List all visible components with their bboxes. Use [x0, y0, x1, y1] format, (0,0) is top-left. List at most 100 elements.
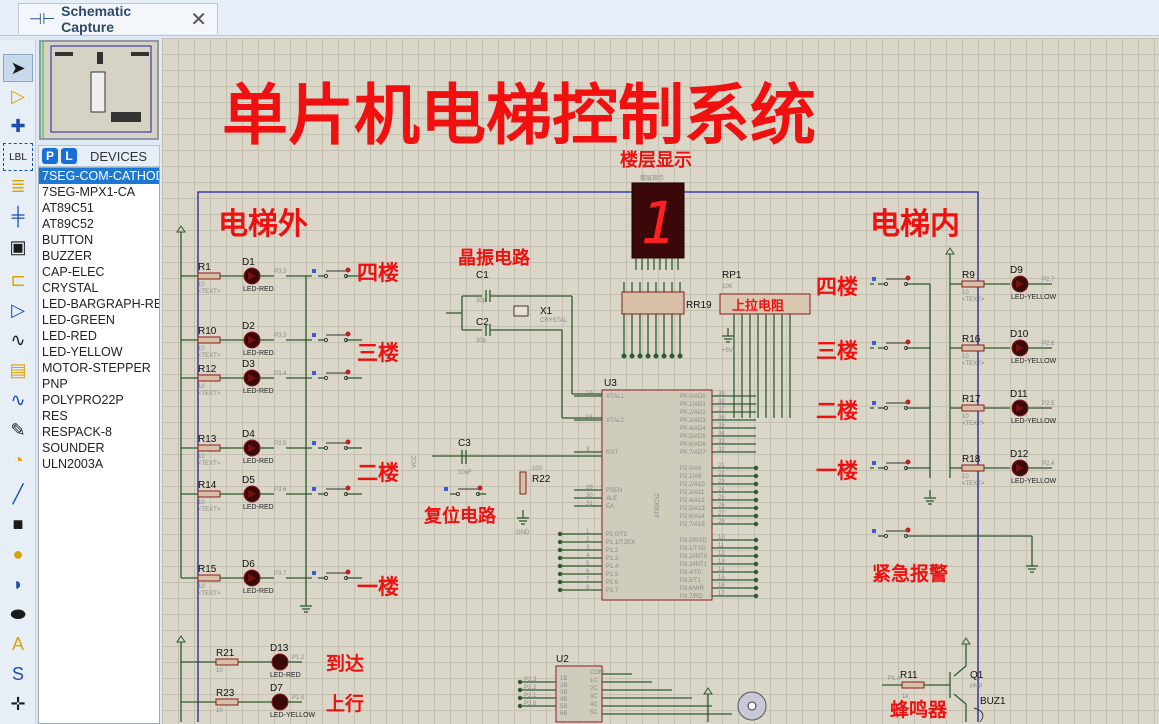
device-item[interactable]: MOTOR-STEPPER: [42, 361, 151, 375]
resistor[interactable]: [197, 574, 221, 582]
resistor[interactable]: [961, 344, 985, 352]
led[interactable]: [271, 653, 289, 671]
resistor-array-label: RR19: [686, 300, 712, 311]
resistor[interactable]: [961, 404, 985, 412]
pin-number: 1: [586, 529, 590, 535]
pin-name: P0.3/AD3: [680, 418, 706, 424]
overview-preview[interactable]: [39, 40, 159, 140]
text-icon[interactable]: A: [11, 633, 24, 654]
device-item[interactable]: BUZZER: [42, 249, 92, 263]
subcircuit-icon[interactable]: ▣: [9, 236, 27, 257]
pick-devices-button[interactable]: P: [42, 148, 58, 164]
pin-number: 12: [718, 551, 725, 557]
text-placeholder: <TEXT>: [962, 421, 985, 427]
library-manager-button[interactable]: L: [61, 148, 77, 164]
resistor[interactable]: [197, 272, 221, 280]
resistor[interactable]: [215, 698, 239, 706]
crystal[interactable]: [513, 305, 529, 317]
led-symbol: [248, 272, 256, 280]
pin-name: P0.0/AD0: [680, 394, 706, 400]
device-list[interactable]: 7SEG-COM-CATHODE7SEG-MPX1-CA AT89C51AT89C…: [38, 167, 160, 724]
junction: [753, 561, 759, 567]
led-part: LED-RED: [243, 350, 274, 357]
device-item[interactable]: LED-GREEN: [42, 313, 115, 327]
voltage-probe-icon[interactable]: ✎: [10, 419, 26, 440]
tab-schematic-capture[interactable]: ⊣⊢ Schematic Capture ✕: [18, 3, 218, 35]
pin-name: P2.2: [524, 685, 537, 691]
tape-recorder-icon[interactable]: ▤: [9, 359, 27, 380]
driver-u2[interactable]: [555, 665, 603, 723]
line-icon[interactable]: ╱: [12, 483, 24, 504]
pin-name: 1C: [590, 678, 598, 684]
resistor[interactable]: [961, 464, 985, 472]
label-emergency: 紧急报警: [872, 562, 948, 585]
resistor[interactable]: [215, 658, 239, 666]
close-icon[interactable]: ✕: [190, 8, 207, 31]
device-pin-icon[interactable]: ▷: [11, 299, 25, 320]
path-icon[interactable]: ⬬: [10, 603, 26, 624]
pin-marker: [872, 461, 876, 465]
resistor-array[interactable]: [621, 291, 685, 315]
device-item[interactable]: RESPACK-8: [42, 425, 112, 439]
junction: [557, 579, 563, 585]
device-item[interactable]: SOUNDER: [42, 441, 105, 455]
pullup-label: 上拉电阻: [732, 298, 784, 314]
resistor[interactable]: [197, 336, 221, 344]
graph-icon[interactable]: ∿: [10, 329, 26, 350]
led-part: LED-RED: [243, 588, 274, 595]
resistor[interactable]: [197, 374, 221, 382]
resistor[interactable]: [197, 444, 221, 452]
wire-label-icon[interactable]: LBL: [3, 143, 33, 171]
seven-segment-display[interactable]: [631, 182, 685, 259]
resistor-r11[interactable]: [901, 681, 925, 689]
led-label: D11: [1010, 389, 1028, 400]
symbol-icon[interactable]: S: [11, 663, 24, 684]
text-placeholder: <TEXT>: [198, 591, 221, 597]
junction: [753, 473, 759, 479]
arc-icon[interactable]: ◗: [12, 573, 24, 594]
pin-name: 4C: [590, 702, 598, 708]
marker-icon[interactable]: ✛: [10, 693, 26, 714]
pin-name: P1.7: [606, 588, 619, 594]
device-item[interactable]: AT89C51: [42, 201, 94, 215]
device-item[interactable]: RES: [42, 409, 68, 423]
device-item[interactable]: POLYPRO22P: [42, 393, 124, 407]
device-item[interactable]: 7SEG-COM-CATHODE: [39, 168, 159, 184]
port-label: P3.4: [274, 371, 287, 377]
bus-icon[interactable]: ╪: [11, 205, 25, 226]
resistor[interactable]: [961, 280, 985, 288]
resistor[interactable]: [197, 490, 221, 498]
microcontroller-u3[interactable]: [601, 389, 713, 601]
junction-icon[interactable]: ✚: [10, 115, 26, 136]
component-mode-icon[interactable]: ▷: [11, 85, 25, 106]
pin-number: 7: [586, 577, 590, 583]
box-icon[interactable]: ■: [12, 513, 24, 534]
device-item[interactable]: LED-YELLOW: [42, 345, 123, 359]
text-script-icon[interactable]: ≣: [10, 175, 26, 196]
pin-number: 15: [718, 575, 725, 581]
virtual-instruments-icon[interactable]: ◔: [12, 449, 24, 470]
pin-number: 30: [586, 493, 593, 499]
junction: [753, 521, 759, 527]
led[interactable]: [271, 693, 289, 711]
resistor-label: R17: [962, 394, 981, 405]
wire: [953, 693, 967, 705]
terminal-icon[interactable]: ⊏: [10, 269, 26, 290]
device-item[interactable]: LED-BARGRAPH-RED: [42, 297, 159, 311]
selection-mode-icon[interactable]: ➤: [3, 54, 33, 82]
device-item[interactable]: PNP: [42, 377, 68, 391]
generator-icon[interactable]: ∿: [10, 389, 26, 410]
device-item[interactable]: BUTTON: [42, 233, 94, 247]
device-item[interactable]: CRYSTAL: [42, 281, 99, 295]
pullup-resistor[interactable]: [719, 293, 811, 315]
resistor-r22[interactable]: [519, 471, 527, 495]
circle-icon[interactable]: ●: [12, 543, 24, 564]
pin-name: P2.6/A14: [680, 514, 705, 520]
device-item[interactable]: CAP-ELEC: [42, 265, 105, 279]
device-item[interactable]: ULN2003A: [42, 457, 104, 471]
device-item[interactable]: 7SEG-MPX1-CA: [42, 185, 136, 199]
device-item[interactable]: AT89C52: [42, 217, 94, 231]
device-item[interactable]: LED-RED: [42, 329, 97, 343]
